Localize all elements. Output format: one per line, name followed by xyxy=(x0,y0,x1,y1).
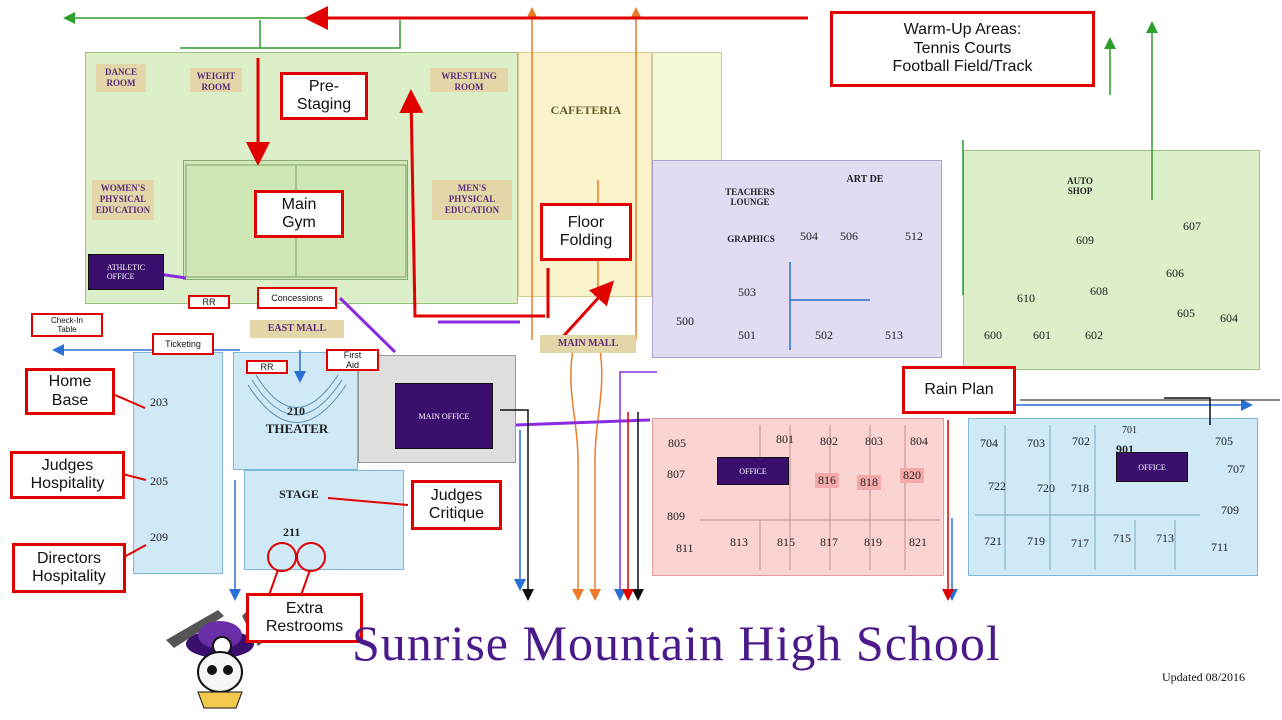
updated-date: Updated 08/2016 xyxy=(1162,670,1245,684)
room-715: 715 xyxy=(1113,531,1131,545)
room-703: 703 xyxy=(1027,436,1045,450)
callout-directors-hospitality: Directors Hospitality xyxy=(12,543,126,593)
room-203: 203 xyxy=(150,395,168,409)
callout-floor-folding: Floor Folding xyxy=(540,203,632,261)
room-501: 501 xyxy=(738,328,756,342)
room-503: 503 xyxy=(738,285,756,299)
room-717: 717 xyxy=(1071,536,1089,550)
room-818: 818 xyxy=(857,475,881,490)
room-600: 600 xyxy=(984,328,1002,342)
callout-main-gym: Main Gym xyxy=(254,190,344,238)
room-722: 722 xyxy=(988,479,1006,493)
room-807: 807 xyxy=(667,467,685,481)
room-707: 707 xyxy=(1227,462,1245,476)
room-815: 815 xyxy=(777,535,795,549)
room-721: 721 xyxy=(984,534,1002,548)
area-art: ART DE xyxy=(846,174,884,185)
room-609: 609 xyxy=(1076,233,1094,247)
callout-checkin-table: Check-In Table xyxy=(31,313,103,337)
room-819: 819 xyxy=(864,535,882,549)
room-816: 816 xyxy=(815,473,839,488)
room-704: 704 xyxy=(980,436,998,450)
area-cafeteria: CAFETERIA xyxy=(550,103,622,117)
room-718: 718 xyxy=(1071,481,1089,495)
callout-home-base: Home Base xyxy=(25,368,115,415)
area-weight-room: WEIGHT ROOM xyxy=(190,68,242,92)
area-dance-room: DANCE ROOM xyxy=(96,64,146,92)
callout-ticketing: Ticketing xyxy=(152,333,214,355)
room-720: 720 xyxy=(1037,481,1055,495)
area-east-mall: EAST MALL xyxy=(250,320,344,338)
room-817: 817 xyxy=(820,535,838,549)
callout-restroom-gym: RR xyxy=(188,295,230,309)
room-610: 610 xyxy=(1017,291,1035,305)
callout-first-aid: First Aid xyxy=(326,349,379,371)
zone-200-wing xyxy=(133,352,223,574)
room-602: 602 xyxy=(1085,328,1103,342)
room-604: 604 xyxy=(1220,311,1238,325)
area-stage: STAGE xyxy=(279,487,319,501)
room-719: 719 xyxy=(1027,534,1045,548)
school-title: Sunrise Mountain High School xyxy=(352,615,1001,671)
callout-extra-restrooms: Extra Restrooms xyxy=(246,593,363,643)
zone-600-wing xyxy=(963,150,1260,370)
area-teachers-lounge: TEACHERS LOUNGE xyxy=(725,187,775,207)
zone-700-wing xyxy=(968,418,1258,576)
room-711: 711 xyxy=(1211,540,1229,554)
room-502: 502 xyxy=(815,328,833,342)
room-506: 506 xyxy=(840,229,858,243)
room-901: 901 xyxy=(1116,442,1134,456)
area-womens-pe: WOMEN'S PHYSICAL EDUCATION xyxy=(92,180,154,220)
room-500: 500 xyxy=(676,314,694,328)
room-820: 820 xyxy=(900,468,924,483)
room-512: 512 xyxy=(905,229,923,243)
room-702: 702 xyxy=(1072,434,1090,448)
room-209: 209 xyxy=(150,530,168,544)
main-office: MAIN OFFICE xyxy=(395,383,493,449)
athletic-office: ATHLETIC OFFICE xyxy=(88,254,164,290)
room-513: 513 xyxy=(885,328,903,342)
room-804: 804 xyxy=(910,434,928,448)
room-606: 606 xyxy=(1166,266,1184,280)
room-601: 601 xyxy=(1033,328,1051,342)
room-801: 801 xyxy=(776,432,794,446)
callout-judges-critique: Judges Critique xyxy=(411,480,502,530)
area-wrestling-room: WRESTLING ROOM xyxy=(430,68,508,92)
room-608: 608 xyxy=(1090,284,1108,298)
callout-rain-plan: Rain Plan xyxy=(902,366,1016,414)
room-803: 803 xyxy=(865,434,883,448)
area-main-mall: MAIN MALL xyxy=(540,335,636,353)
room-821: 821 xyxy=(909,535,927,549)
room-210: 210 xyxy=(287,404,305,418)
area-auto-shop: AUTO SHOP xyxy=(1067,176,1093,196)
room-709: 709 xyxy=(1221,503,1239,517)
room-211: 211 xyxy=(283,525,301,539)
room-605: 605 xyxy=(1177,306,1195,320)
room-809: 809 xyxy=(667,509,685,523)
room-805: 805 xyxy=(668,436,686,450)
office-800: OFFICE xyxy=(717,457,789,485)
room-205: 205 xyxy=(150,474,168,488)
area-theater: THEATER xyxy=(265,421,329,436)
room-705: 705 xyxy=(1215,434,1233,448)
room-802: 802 xyxy=(820,434,838,448)
zone-500-wing xyxy=(652,160,942,358)
room-813: 813 xyxy=(730,535,748,549)
office-900: OFFICE xyxy=(1116,452,1188,482)
callout-warmup-areas: Warm-Up Areas: Tennis Courts Football Fi… xyxy=(830,11,1095,87)
callout-pre-staging: Pre- Staging xyxy=(280,72,368,120)
room-701: 701 xyxy=(1122,425,1137,436)
room-713: 713 xyxy=(1156,531,1174,545)
area-mens-pe: MEN'S PHYSICAL EDUCATION xyxy=(432,180,512,220)
callout-concessions: Concessions xyxy=(257,287,337,309)
room-811: 811 xyxy=(676,541,694,555)
area-graphics: GRAPHICS xyxy=(727,234,775,244)
zone-800-wing xyxy=(652,418,944,576)
callout-restroom-theater: RR xyxy=(246,360,288,374)
room-504: 504 xyxy=(800,229,818,243)
room-607: 607 xyxy=(1183,219,1201,233)
callout-judges-hospitality: Judges Hospitality xyxy=(10,451,125,499)
